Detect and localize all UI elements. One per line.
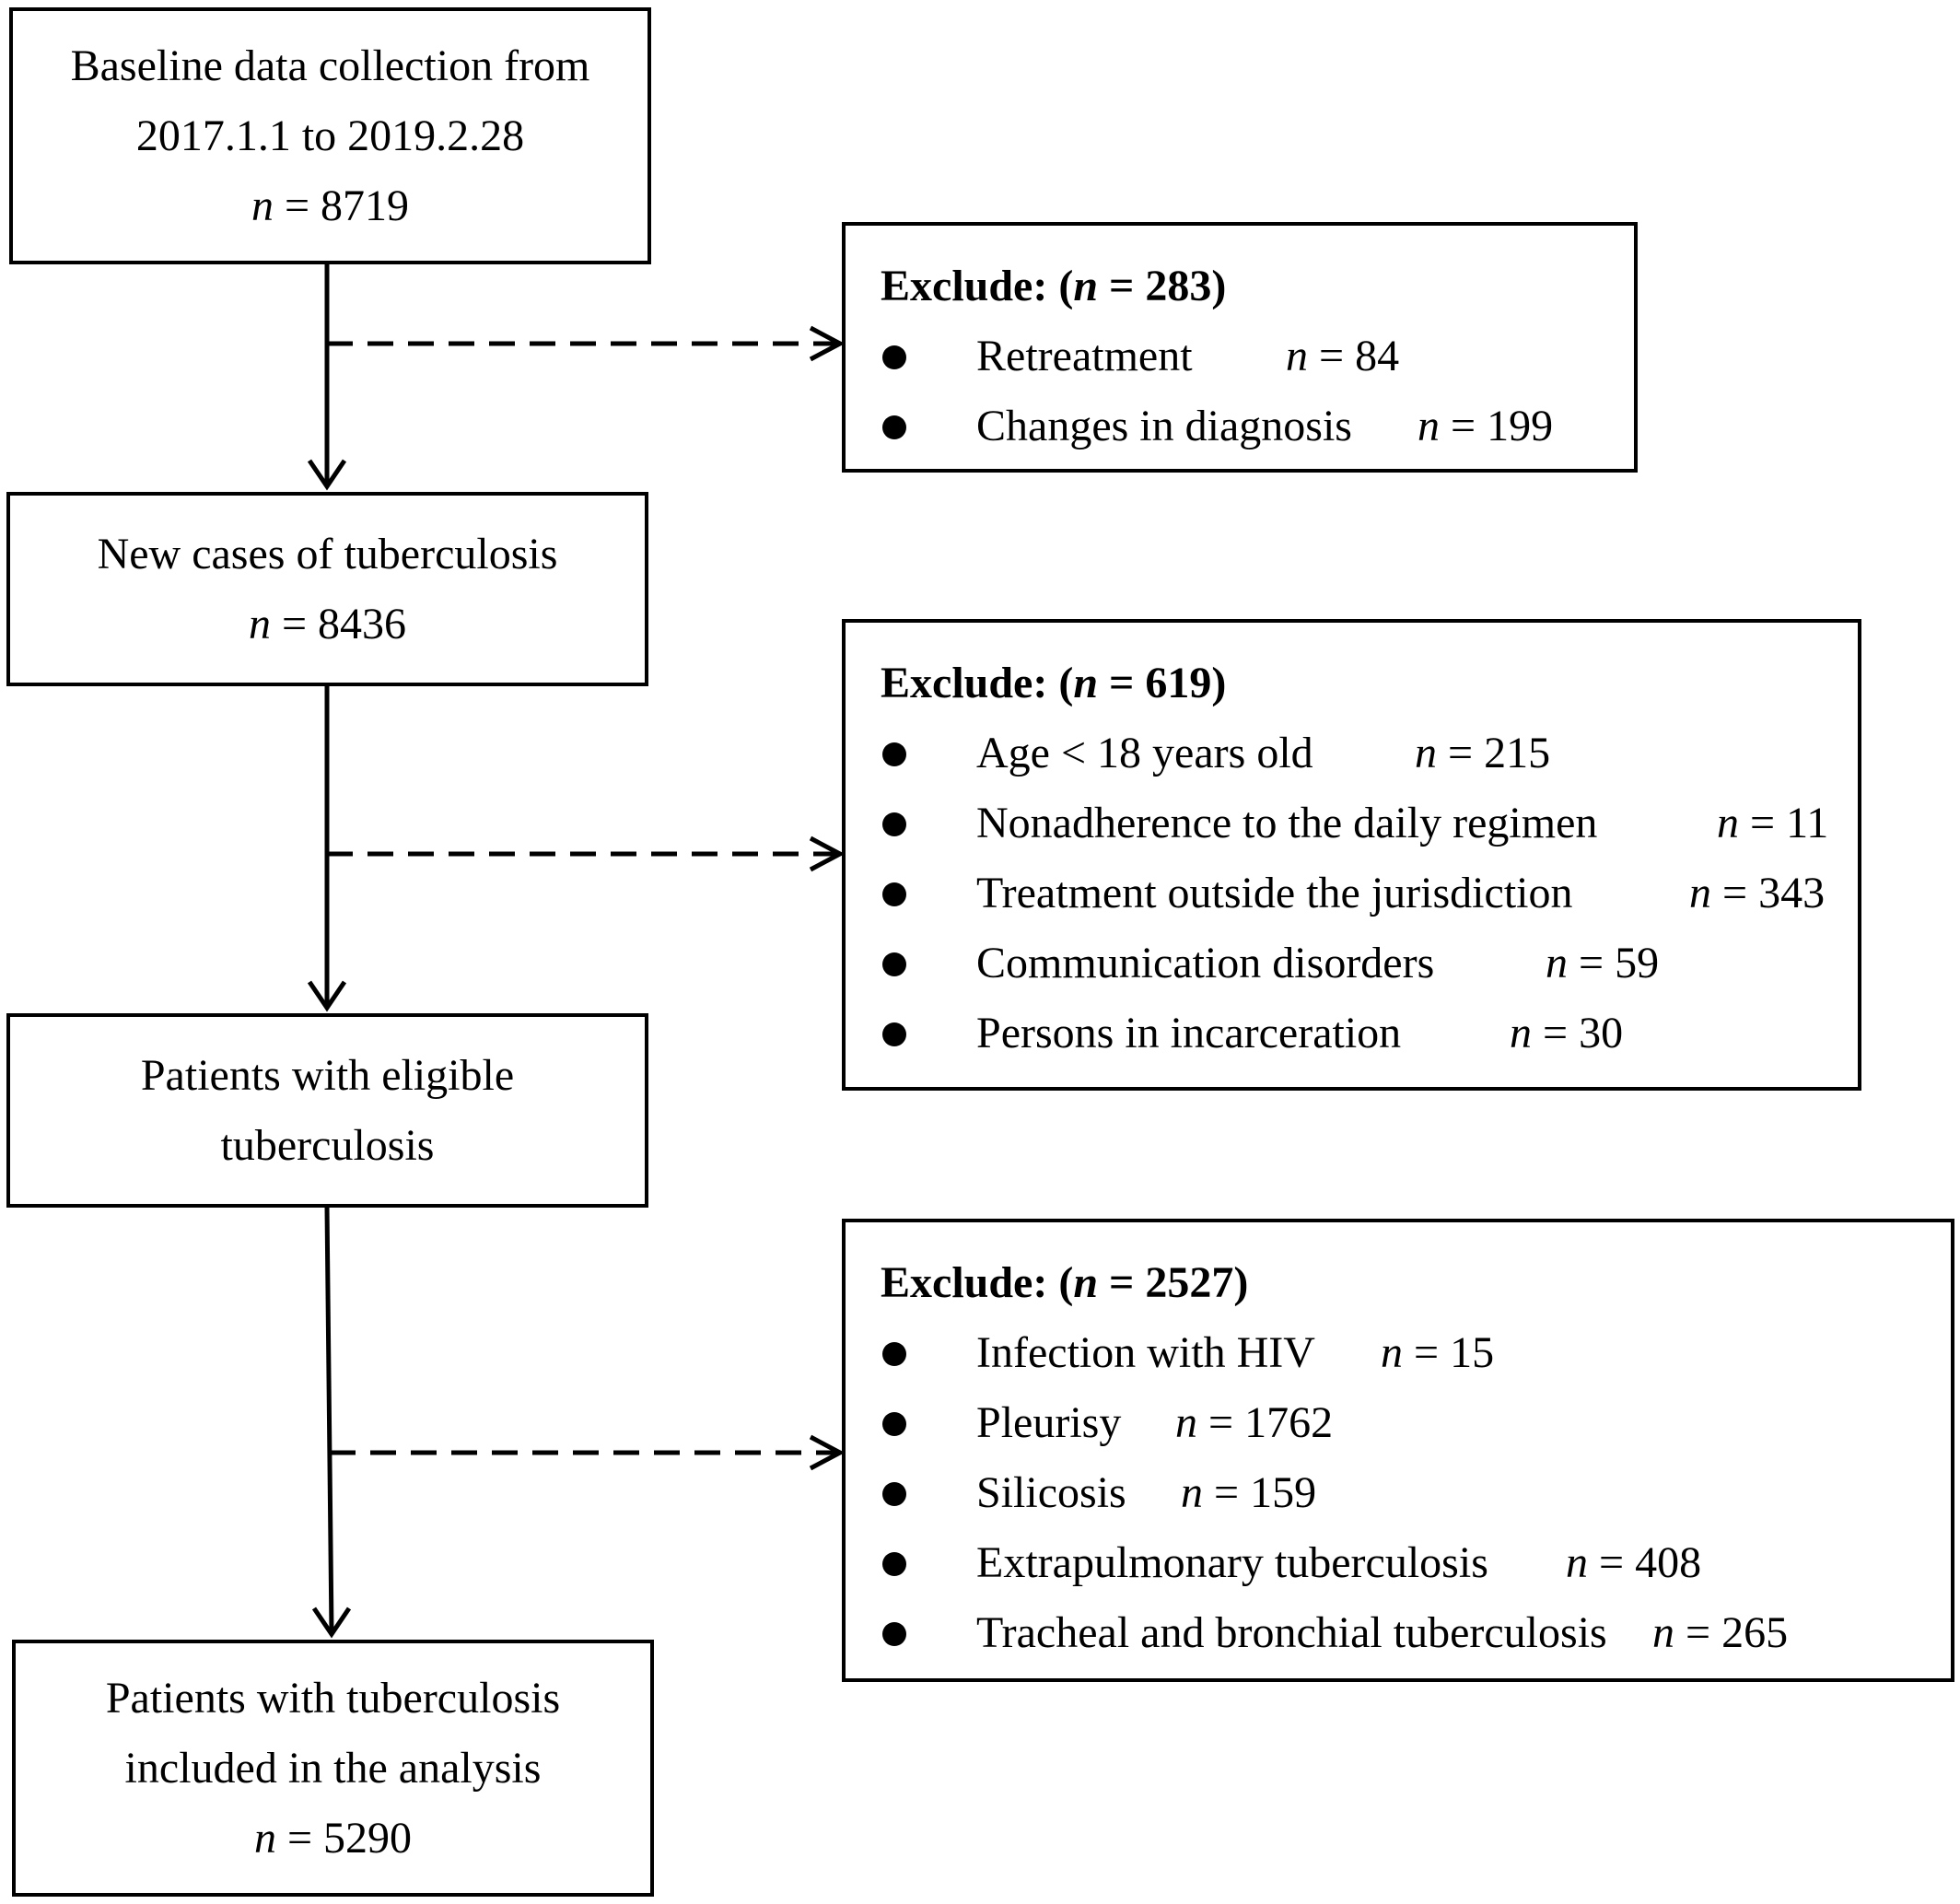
step-text: Patients with eligible bbox=[140, 1050, 515, 1100]
bullet-icon bbox=[882, 742, 906, 766]
exclusion-count: n = 1762 bbox=[1175, 1398, 1334, 1447]
bullet-icon bbox=[882, 1622, 906, 1646]
exclusion-item: Nonadherence to the daily regimen n = 11 bbox=[881, 788, 1858, 859]
step-text: tuberculosis bbox=[220, 1120, 435, 1170]
step-text: Patients with tuberculosis bbox=[105, 1673, 561, 1723]
bullet-icon bbox=[882, 882, 906, 906]
exclusion-label: Persons in incarceration bbox=[976, 1009, 1402, 1057]
exclusion-item: Extrapulmonary tuberculosis n = 408 bbox=[881, 1528, 1951, 1598]
exclusion-count: n = 215 bbox=[1415, 729, 1551, 777]
exclusion-label: Silicosis bbox=[976, 1468, 1126, 1517]
bullet-icon bbox=[882, 415, 906, 439]
step-text: included in the analysis bbox=[124, 1743, 542, 1793]
dashed-arrowhead-2 bbox=[809, 835, 846, 872]
exclusion-title: Exclude: (n = 283) bbox=[881, 262, 1227, 310]
arrowhead-3 bbox=[311, 1606, 352, 1639]
bullet-icon bbox=[882, 1022, 906, 1046]
bullet-icon bbox=[882, 1482, 906, 1506]
bullet-icon bbox=[882, 812, 906, 836]
exclusion-label: Pleurisy bbox=[976, 1398, 1122, 1447]
exclusion-count: n = 30 bbox=[1510, 1009, 1624, 1057]
step-count: n = 5290 bbox=[253, 1813, 413, 1863]
step-box-baseline: Baseline data collection from 2017.1.1 t… bbox=[9, 7, 651, 264]
bullet-icon bbox=[882, 952, 906, 976]
exclusion-label: Retreatment bbox=[976, 332, 1193, 380]
exclusion-item: Treatment outside the jurisdiction n = 3… bbox=[881, 859, 1858, 929]
exclusion-title: Exclude: (n = 619) bbox=[881, 659, 1227, 707]
exclusion-count: n = 159 bbox=[1181, 1468, 1317, 1517]
exclusion-item: Age < 18 years old n = 215 bbox=[881, 718, 1858, 788]
bullet-icon bbox=[882, 1412, 906, 1436]
exclusion-item: Retreatment n = 84 bbox=[881, 321, 1634, 391]
exclusion-label: Communication disorders bbox=[976, 939, 1435, 987]
step-box-eligible: Patients with eligible tuberculosis bbox=[6, 1013, 648, 1208]
bullet-icon bbox=[882, 1342, 906, 1366]
exclusion-count: n = 343 bbox=[1689, 869, 1826, 917]
bullet-icon bbox=[882, 1552, 906, 1576]
exclusion-title: Exclude: (n = 2527) bbox=[881, 1258, 1249, 1307]
exclusion-label: Extrapulmonary tuberculosis bbox=[976, 1538, 1488, 1587]
exclusion-box-2: Exclude: (n = 619) Age < 18 years old n … bbox=[842, 619, 1861, 1091]
exclusion-label: Treatment outside the jurisdiction bbox=[976, 869, 1573, 917]
step-box-analysis: Patients with tuberculosis included in t… bbox=[12, 1640, 654, 1897]
step-box-new-cases: New cases of tuberculosis n = 8436 bbox=[6, 492, 648, 686]
exclusion-item: Persons in incarceration n = 30 bbox=[881, 999, 1858, 1069]
arrowhead-2 bbox=[307, 980, 347, 1012]
exclusion-count: n = 11 bbox=[1717, 799, 1829, 847]
exclusion-label: Nonadherence to the daily regimen bbox=[976, 799, 1598, 847]
flow-line-3 bbox=[324, 1206, 334, 1633]
exclusion-item: Pleurisy n = 1762 bbox=[881, 1388, 1951, 1458]
exclusion-label: Changes in diagnosis bbox=[976, 402, 1352, 450]
arrowhead-1 bbox=[307, 459, 347, 491]
step-count: n = 8719 bbox=[251, 181, 410, 230]
exclusion-label: Age < 18 years old bbox=[976, 729, 1313, 777]
exclusion-label: Tracheal and bronchial tuberculosis bbox=[976, 1608, 1607, 1657]
exclusion-item: Communication disorders n = 59 bbox=[881, 929, 1858, 999]
exclusion-count: n = 15 bbox=[1381, 1328, 1495, 1377]
dashed-arrowhead-3 bbox=[809, 1434, 846, 1471]
exclusion-box-1: Exclude: (n = 283) Retreatment n = 84 Ch… bbox=[842, 222, 1638, 473]
step-text: 2017.1.1 to 2019.2.28 bbox=[135, 111, 525, 160]
dashed-arrowhead-1 bbox=[809, 325, 846, 362]
bullet-icon bbox=[882, 345, 906, 369]
exclusion-count: n = 59 bbox=[1546, 939, 1660, 987]
exclusion-label: Infection with HIV bbox=[976, 1328, 1315, 1377]
exclusion-count: n = 265 bbox=[1652, 1608, 1789, 1657]
step-text: New cases of tuberculosis bbox=[97, 529, 558, 578]
exclusion-count: n = 408 bbox=[1566, 1538, 1702, 1587]
exclusion-count: n = 199 bbox=[1418, 402, 1554, 450]
exclusion-box-3: Exclude: (n = 2527) Infection with HIV n… bbox=[842, 1219, 1954, 1682]
step-count: n = 8436 bbox=[248, 599, 407, 648]
exclusion-item: Changes in diagnosis n = 199 bbox=[881, 391, 1634, 461]
exclusion-item: Silicosis n = 159 bbox=[881, 1458, 1951, 1528]
step-text: Baseline data collection from bbox=[70, 41, 590, 90]
exclusion-item: Infection with HIV n = 15 bbox=[881, 1318, 1951, 1388]
exclusion-count: n = 84 bbox=[1286, 332, 1400, 380]
exclusion-item: Tracheal and bronchial tuberculosis n = … bbox=[881, 1598, 1951, 1668]
